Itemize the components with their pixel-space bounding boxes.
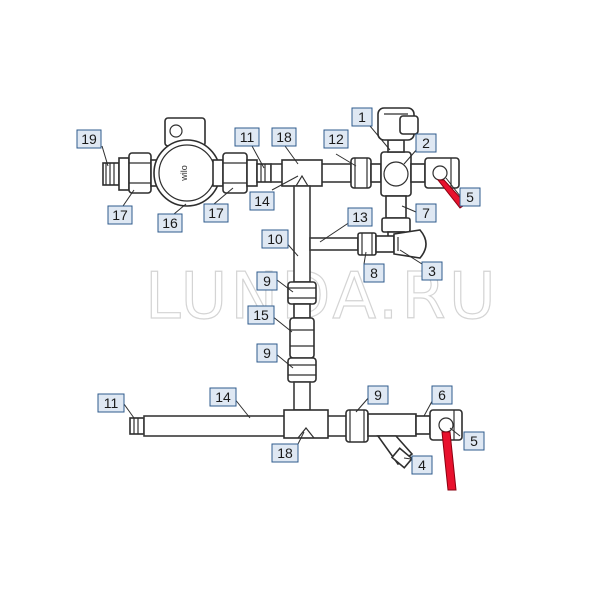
union-12 [350,157,382,189]
callout-12: 12 [323,129,349,149]
svg-text:15: 15 [253,307,269,323]
thermostatic-head [377,107,419,141]
pump-brand-label: wilo [179,165,189,182]
callout-2: 2 [415,133,437,153]
balancing-valve [375,229,427,259]
svg-text:17: 17 [208,205,224,221]
vertical-main-pipe [293,185,311,283]
svg-text:16: 16 [162,215,178,231]
callout-11-top: 11 [234,127,260,147]
callout-11-bottom: 11 [97,393,125,413]
svg-text:4: 4 [418,457,426,473]
lower-vertical-pipe [293,381,311,411]
svg-text:19: 19 [81,131,97,147]
svg-text:5: 5 [466,189,474,205]
nipple-top [256,163,272,183]
three-way-valve-body [380,139,412,197]
callout-4: 4 [411,455,433,475]
svg-text:13: 13 [352,209,368,225]
callout-17-right: 17 [203,203,229,223]
svg-text:9: 9 [263,273,271,289]
callout-15: 15 [247,305,275,325]
svg-text:2: 2 [422,135,430,151]
watermark: LUNDA.RU [145,260,499,334]
callout-18-bottom: 18 [271,443,299,463]
svg-text:11: 11 [104,395,119,411]
union-nut-right [222,152,258,194]
callout-10: 10 [261,229,289,249]
svg-text:14: 14 [254,193,270,209]
callout-16: 16 [157,213,183,233]
callout-17-left: 17 [107,205,133,225]
callout-6: 6 [431,385,453,405]
threaded-end-top-left [102,162,120,186]
tee-bottom [283,409,329,439]
svg-text:8: 8 [370,265,378,281]
callout-9-bottom: 9 [367,385,389,405]
svg-text:14: 14 [215,389,231,405]
callout-14-bottom: 14 [209,387,237,407]
svg-text:11: 11 [240,129,255,145]
bypass-nut [357,232,377,256]
ball-valve-top [424,157,467,209]
circulation-pump: wilo [150,117,224,207]
svg-text:9: 9 [374,387,382,403]
callout-14-top: 14 [249,191,275,211]
callout-9-upper: 9 [256,271,278,291]
svg-text:1: 1 [358,109,366,125]
callout-18-top: 18 [271,127,297,147]
svg-text:6: 6 [438,387,446,403]
union-upper [287,281,317,305]
svg-text:12: 12 [328,131,344,147]
svg-text:18: 18 [277,445,293,461]
nipple-bottom-right [415,415,431,435]
callout-8: 8 [363,263,385,283]
svg-text:18: 18 [276,129,292,145]
check-valve [289,303,315,359]
callout-9-middle: 9 [256,343,278,363]
svg-text:3: 3 [428,263,436,279]
valve-handle-bottom [441,431,457,491]
y-strainer [367,413,417,469]
svg-text:9: 9 [263,345,271,361]
tee-top [281,159,323,187]
svg-text:10: 10 [267,231,283,247]
nipple-right-top [410,163,426,183]
union-bottom [345,409,369,443]
callout-5-top: 5 [459,187,481,207]
callout-3: 3 [421,261,443,281]
union-lower [287,357,317,383]
ball-valve-bottom [429,409,463,491]
svg-text:7: 7 [422,205,430,221]
callout-13: 13 [347,207,373,227]
bypass-pipe [309,237,359,251]
threaded-end-bottom-left [129,417,145,435]
callout-5-bottom: 5 [463,431,485,451]
svg-text:17: 17 [112,207,128,223]
callout-7: 7 [415,203,437,223]
leader-lines [101,125,461,461]
callout-19: 19 [76,129,102,149]
union-nut-left [118,152,152,194]
callout-1: 1 [351,107,373,127]
svg-text:5: 5 [470,433,478,449]
